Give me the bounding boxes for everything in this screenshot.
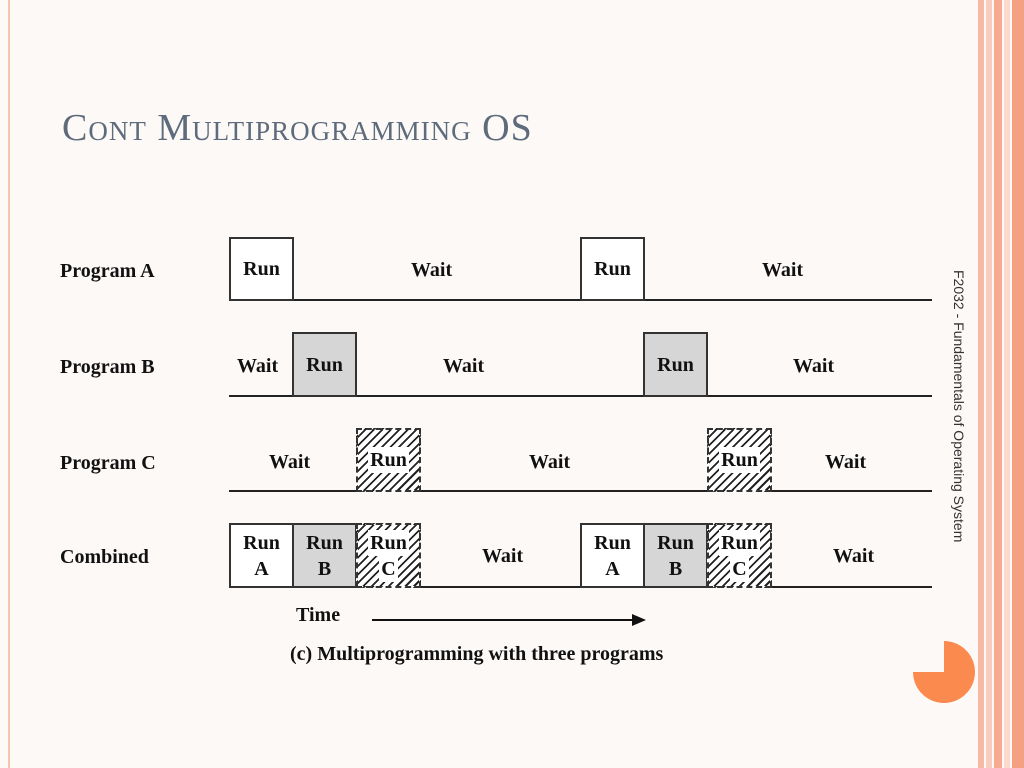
wait-label: Wait bbox=[825, 451, 867, 473]
run-box-c1: Run bbox=[356, 428, 421, 492]
row-baseline bbox=[229, 395, 932, 397]
decor-stripe bbox=[978, 0, 984, 768]
row-baseline bbox=[229, 490, 932, 492]
row-label-program-a: Program A bbox=[60, 260, 155, 282]
run-box-c2: Run bbox=[707, 428, 772, 492]
wait-label: Wait bbox=[237, 355, 279, 377]
run-box-b2: Run bbox=[643, 332, 708, 397]
wait-label: Wait bbox=[833, 545, 875, 567]
vertical-footer-text: F2032 - Fundamentals of Operating System bbox=[951, 270, 967, 543]
row-label-program-b: Program B bbox=[60, 356, 155, 378]
decor-stripe bbox=[986, 0, 992, 768]
decor-stripe bbox=[994, 0, 1002, 768]
decor-stripe bbox=[1012, 0, 1024, 768]
decor-stripe bbox=[1004, 0, 1010, 768]
wait-label: Wait bbox=[793, 355, 835, 377]
wait-label: Wait bbox=[529, 451, 571, 473]
slide-title: Cont Multiprogramming OS bbox=[62, 107, 533, 149]
wait-label: Wait bbox=[269, 451, 311, 473]
wait-label: Wait bbox=[762, 259, 804, 281]
time-arrow-icon bbox=[372, 614, 646, 626]
run-box-a1: Run bbox=[229, 237, 294, 301]
left-border-line bbox=[8, 0, 10, 768]
wait-label: Wait bbox=[482, 545, 524, 567]
row-label-combined: Combined bbox=[60, 546, 149, 568]
row-label-program-c: Program C bbox=[60, 452, 156, 474]
wait-label: Wait bbox=[443, 355, 485, 377]
time-label: Time bbox=[296, 604, 341, 626]
wait-label: Wait bbox=[411, 259, 453, 281]
decor-circle-cutout bbox=[913, 641, 944, 672]
diagram-caption: (c) Multiprogramming with three programs bbox=[290, 643, 664, 665]
run-box-a2: Run bbox=[580, 237, 645, 301]
run-box-b1: Run bbox=[292, 332, 357, 397]
